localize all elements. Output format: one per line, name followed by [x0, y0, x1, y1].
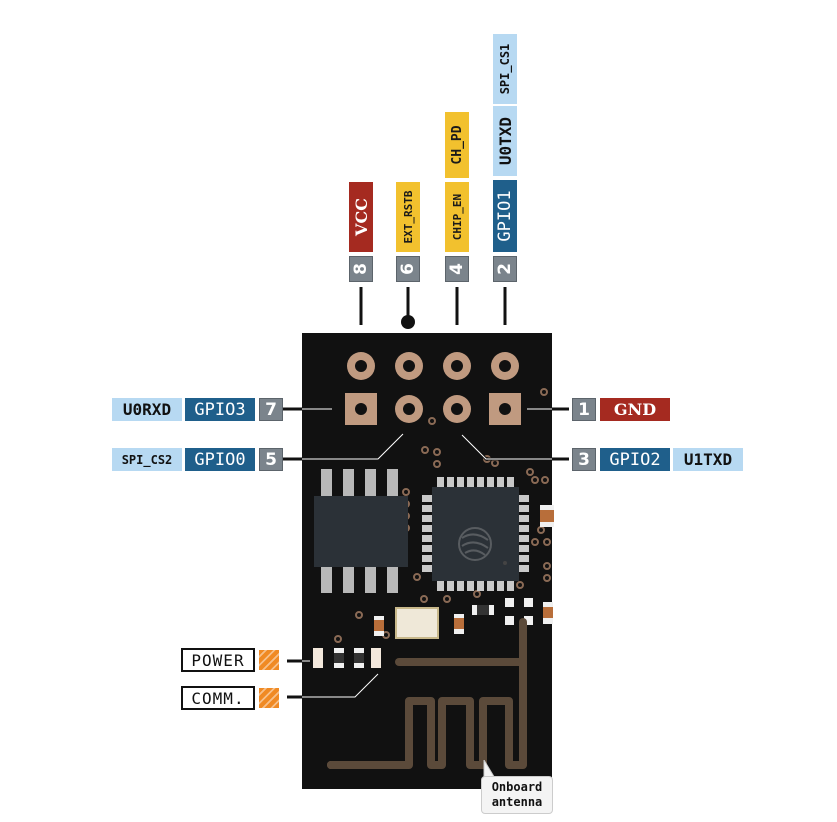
qfn-pad — [422, 545, 432, 552]
qfn-pad — [422, 515, 432, 522]
pin-label-text: U0TXD — [495, 116, 515, 166]
qfn-pad — [437, 477, 444, 487]
pin-label-ch-pd: CH_PD — [445, 112, 469, 178]
pin-label-text: EXT_RSTB — [401, 190, 415, 244]
pin-label-gpio0: GPIO0 — [185, 448, 255, 471]
pin-label-text: CHIP_EN — [450, 193, 464, 241]
pin-label-text: GPIO1 — [495, 190, 515, 242]
qfn-pad — [497, 477, 504, 487]
pin-number-text: 6 — [398, 263, 418, 275]
pin-label-u0rxd: U0RXD — [112, 398, 182, 421]
qfn-pad — [507, 477, 514, 487]
pin-label-u0txd: U0TXD — [493, 106, 517, 176]
qfn-pad — [477, 477, 484, 487]
esp8266-chip — [422, 477, 529, 591]
pin-label-text: SPI_CS1 — [498, 43, 512, 95]
pin-number-text: 8 — [351, 263, 371, 275]
led-label-comm: COMM. — [181, 686, 255, 710]
qfn-pad — [519, 525, 529, 532]
antenna-callout-line1: Onboard — [491, 780, 543, 794]
antenna-callout: Onboard antenna — [481, 776, 553, 814]
qfn-pad — [422, 555, 432, 562]
qfn-pad — [467, 477, 474, 487]
led-label-power: POWER — [181, 648, 255, 672]
qfn-pad — [447, 581, 454, 591]
pin-label-ext-rstb: EXT_RSTB — [396, 182, 420, 252]
qfn-pad — [519, 565, 529, 572]
qfn-pad — [477, 581, 484, 591]
qfn-pad — [519, 535, 529, 542]
antenna-callout-line2: antenna — [491, 795, 543, 809]
qfn-pad — [519, 545, 529, 552]
pin-label-vcc: VCC — [349, 182, 373, 252]
qfn-pad — [487, 581, 494, 591]
qfn-pad — [447, 477, 454, 487]
pin-number-7: 7 — [259, 398, 283, 421]
pin-label-gpio1: GPIO1 — [493, 180, 517, 252]
qfn-pad — [422, 535, 432, 542]
qfn-pad — [422, 495, 432, 502]
qfn-pad — [422, 525, 432, 532]
pin-label-spi-cs1: SPI_CS1 — [493, 34, 517, 104]
pin-label-gpio3: GPIO3 — [185, 398, 255, 421]
qfn-pad — [487, 477, 494, 487]
qfn-pad — [457, 477, 464, 487]
qfn-pad — [422, 565, 432, 572]
pin-label-chip-en: CHIP_EN — [445, 182, 469, 252]
qfn-pad — [497, 581, 504, 591]
pcb-antenna — [327, 618, 527, 769]
qfn-pad — [467, 581, 474, 591]
pin-number-1: 1 — [572, 398, 596, 421]
power-led-indicator-icon — [259, 650, 279, 670]
pin-number-6: 6 — [396, 256, 420, 282]
pin-number-5: 5 — [259, 448, 283, 471]
smd-components — [374, 505, 554, 639]
pin-label-gpio2: GPIO2 — [600, 448, 670, 471]
pin-label-text: CH_PD — [449, 125, 465, 165]
flash-chip — [314, 469, 408, 593]
pin-label-spi-cs2: SPI_CS2 — [112, 448, 182, 471]
status-leds — [313, 648, 381, 668]
qfn-pad — [437, 581, 444, 591]
pin-number-text: 4 — [447, 263, 467, 275]
pin-label-text: VCC — [351, 198, 371, 236]
qfn-pad — [519, 495, 529, 502]
pin-number-3: 3 — [572, 448, 596, 471]
pin-label-gnd: GND — [600, 398, 670, 421]
pin-number-text: 2 — [495, 263, 515, 275]
pin-number-4: 4 — [445, 256, 469, 282]
qfn-pad — [422, 505, 432, 512]
qfn-pad — [457, 581, 464, 591]
pin-number-8: 8 — [349, 256, 373, 282]
qfn-pad — [519, 515, 529, 522]
qfn-pad — [519, 505, 529, 512]
qfn-pad — [507, 581, 514, 591]
qfn-pad — [519, 555, 529, 562]
pin-number-2: 2 — [493, 256, 517, 282]
pin-label-u1txd: U1TXD — [673, 448, 743, 471]
reset-dot — [401, 315, 415, 329]
comm-led-indicator-icon — [259, 688, 279, 708]
